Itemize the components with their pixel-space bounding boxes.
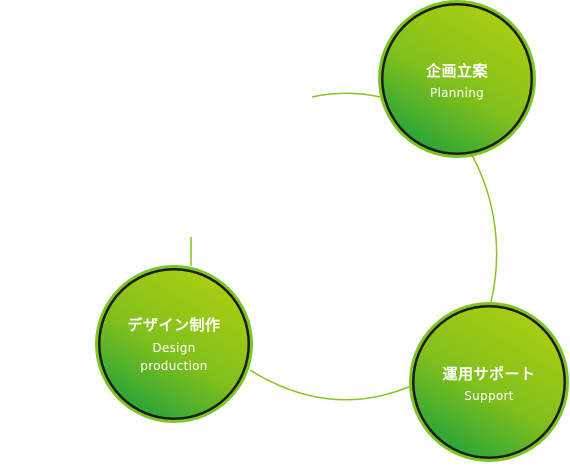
node-planning-title-en: Planning — [429, 86, 485, 100]
node-support-label: 運用サポート Support — [414, 364, 564, 405]
node-planning-title-ja: 企画立案 — [425, 62, 488, 80]
node-support-title-en: Support — [464, 389, 514, 403]
node-planning-label: 企画立案 Planning — [397, 61, 517, 102]
arc-support-to-design — [249, 369, 412, 401]
node-planning — [378, 0, 536, 158]
node-support — [409, 302, 569, 462]
node-design-title-en: Design production — [140, 341, 208, 373]
node-support-title-ja: 運用サポート — [442, 365, 536, 383]
node-design-title-ja: デザイン制作 — [127, 316, 221, 334]
arc-start-to-planning — [311, 92, 381, 98]
node-design-label: デザイン制作 Design production — [104, 315, 244, 375]
arc-planning-to-support — [471, 154, 498, 303]
node-design — [95, 265, 253, 423]
